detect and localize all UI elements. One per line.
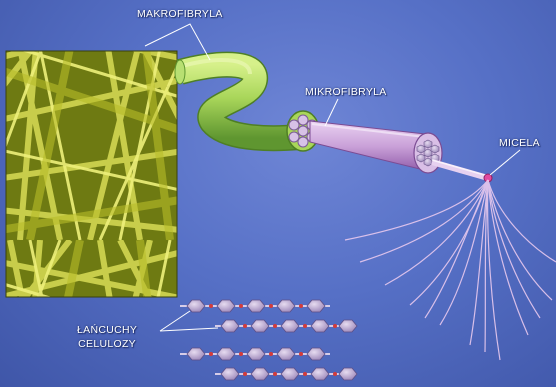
leader-mikrofibryla	[325, 99, 338, 126]
cellulose-chain-row	[215, 368, 357, 380]
leader-lancuchy-1	[160, 311, 190, 331]
leader-lancuchy-2	[160, 328, 218, 331]
fibers-micrograph	[6, 51, 177, 297]
label-lancuchy-line1: ŁAŃCUCHY	[77, 323, 137, 337]
cellulose-chains	[180, 300, 357, 380]
label-makrofibryla: MAKROFIBRYLA	[137, 8, 223, 20]
cellulose-chain-row	[215, 320, 357, 332]
label-micela: MICELA	[499, 137, 540, 149]
chain-fan	[345, 180, 556, 360]
label-lancuchy-celulozy: ŁAŃCUCHY CELULOZY	[77, 323, 137, 351]
macrofibril	[175, 60, 319, 151]
micelle	[432, 160, 492, 182]
cellulose-chain-row	[180, 348, 330, 360]
cellulose-chain-row	[180, 300, 330, 312]
leader-micela	[490, 150, 520, 175]
label-lancuchy-line2: CELULOZY	[77, 337, 137, 351]
microfibril	[310, 121, 442, 173]
label-mikrofibryla: MIKROFIBRYLA	[305, 86, 387, 98]
